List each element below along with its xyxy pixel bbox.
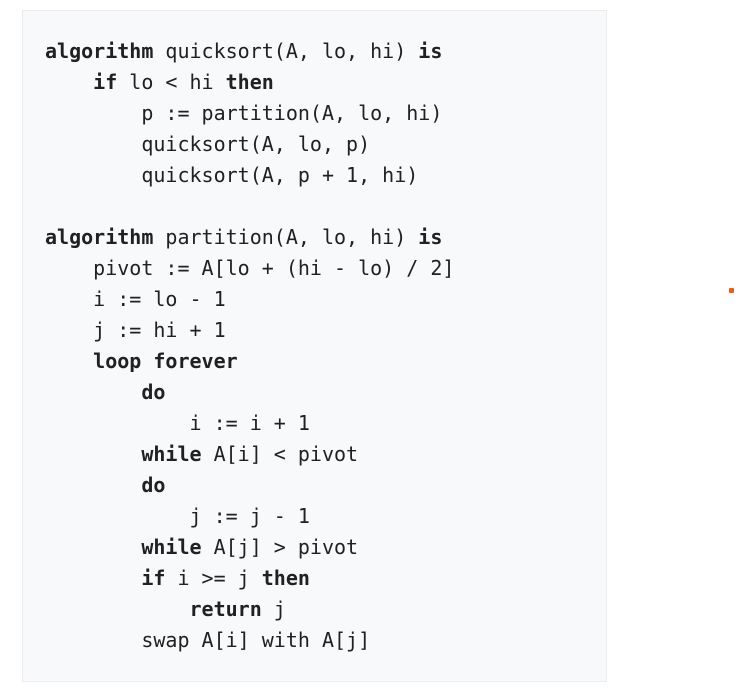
code-line: swap A[i] with A[j] bbox=[45, 628, 371, 652]
code-line: quicksort(A, lo, p) bbox=[45, 132, 371, 156]
code-line: p := partition(A, lo, hi) bbox=[45, 101, 443, 125]
code-line: do bbox=[141, 473, 166, 497]
code-line: i := i + 1 bbox=[45, 411, 310, 435]
code-line: if i >= j then bbox=[141, 566, 310, 590]
code-line bbox=[45, 191, 596, 222]
code-line: algorithm quicksort(A, lo, hi) is bbox=[45, 39, 443, 63]
code-line: j := hi + 1 bbox=[45, 318, 226, 342]
code-line: while A[j] > pivot bbox=[141, 535, 359, 559]
code-line: algorithm partition(A, lo, hi) is bbox=[45, 225, 443, 249]
code-line: pivot := A[lo + (hi - lo) / 2] bbox=[45, 256, 455, 280]
code-line: do bbox=[141, 380, 166, 404]
code-line: quicksort(A, p + 1, hi) bbox=[45, 163, 419, 187]
code-line: if lo < hi then bbox=[93, 70, 274, 94]
code-line: while A[i] < pivot bbox=[141, 442, 359, 466]
code-line: i := lo - 1 bbox=[45, 287, 226, 311]
code-line: loop forever bbox=[93, 349, 238, 373]
orange-dot bbox=[729, 288, 734, 293]
code-line: return j bbox=[189, 597, 286, 621]
pseudocode-block: algorithm quicksort(A, lo, hi) is if lo … bbox=[22, 10, 607, 682]
code-line: j := j - 1 bbox=[45, 504, 310, 528]
